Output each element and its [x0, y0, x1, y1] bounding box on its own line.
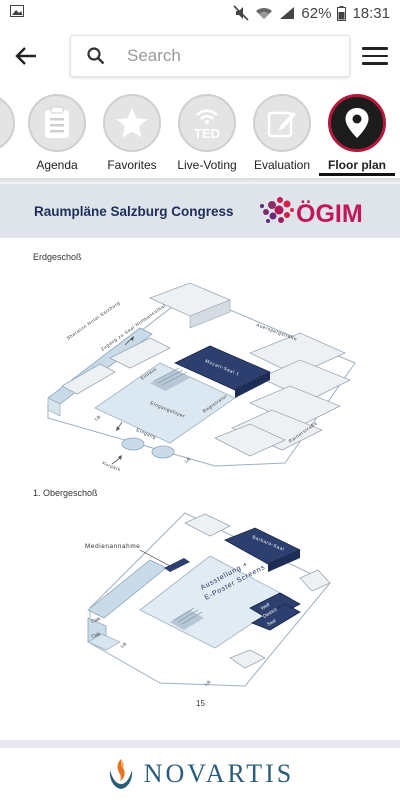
tab-agenda[interactable]: Agenda — [21, 94, 93, 178]
active-tab-indicator — [319, 173, 395, 176]
first-floor-plan: Medienannahme Barbara-Saal Ausstellung +… — [85, 512, 331, 687]
tab-live-voting[interactable]: TED Live-Voting — [171, 94, 243, 178]
label-medienannahme: Medienannahme — [85, 543, 140, 550]
floorplan-banner: Raumpläne Salzburg Congress — [0, 184, 400, 238]
mute-icon — [233, 5, 249, 21]
back-button[interactable] — [0, 26, 52, 86]
tab-label: Live-Voting — [177, 158, 237, 172]
banner-title: Raumpläne Salzburg Congress — [34, 203, 234, 219]
tab-floor-plan[interactable]: Floor plan — [319, 94, 395, 178]
label-lift-first-1: Lift — [120, 641, 128, 649]
gallery-notification-icon — [10, 5, 24, 17]
arrow-back-icon — [15, 47, 36, 65]
feature-tab-strip: Agenda Favorites TED Live-Voting — [0, 86, 400, 178]
svg-text:TED: TED — [194, 126, 220, 141]
label-saal: Saal — [266, 618, 276, 627]
clock: 18:31 — [352, 4, 390, 22]
app-bar — [0, 26, 400, 86]
novartis-flame-icon — [109, 759, 132, 789]
footer-divider — [0, 740, 400, 748]
label-cafe-1: Café — [91, 616, 102, 624]
first-floor-heading: 1. Obergeschoß — [33, 488, 98, 498]
battery-percentage: 62% — [301, 4, 332, 22]
novartis-logo-text: NOVARTIS — [143, 759, 295, 788]
menu-icon-bar — [362, 47, 388, 50]
tab-label: Agenda — [36, 158, 78, 172]
tab-favorites[interactable]: Favorites — [96, 94, 168, 178]
floorplan-drawing: Sheraton Hotel Salzburg Zugang zu Saal H… — [47, 282, 356, 687]
label-kurpark: Kurpark — [102, 460, 122, 472]
page-number: 15 — [196, 699, 205, 708]
menu-icon-bar — [362, 62, 388, 65]
molecule-dots-icon — [260, 197, 294, 223]
tab-strip-shadow — [0, 178, 400, 184]
label-sheraton: Sheraton Hotel Salzburg — [66, 300, 121, 341]
ogim-logo: ÖGIM — [260, 197, 363, 228]
signal-icon — [280, 7, 295, 19]
tab-label: Evaluation — [253, 158, 311, 172]
battery-icon — [337, 5, 347, 21]
label-lift-first-2: Lift — [204, 679, 212, 687]
tab-evaluation[interactable]: Evaluation — [246, 94, 318, 178]
label-lift-ground-2: Lift — [184, 456, 192, 464]
floorplan-image[interactable]: Erdgeschoß — [0, 238, 400, 738]
label-wolf: Wolf — [260, 602, 271, 611]
menu-button[interactable] — [362, 43, 388, 69]
status-bar: 62% 18:31 — [0, 0, 400, 26]
label-lift-ground-1: Lift — [94, 414, 102, 422]
location-pin-icon — [345, 108, 369, 138]
tab-previous[interactable] — [0, 94, 22, 178]
ted-wifi-icon: TED — [194, 109, 220, 141]
sponsor-footer[interactable]: NOVARTIS — [0, 748, 400, 800]
star-icon — [116, 108, 148, 138]
search-input[interactable] — [127, 46, 327, 66]
ground-floor-heading: Erdgeschoß — [33, 252, 82, 262]
tab-previous-icon — [0, 94, 15, 152]
clipboard-icon — [45, 106, 69, 138]
tab-label: Floor plan — [328, 158, 386, 172]
label-cafe-2: Café — [91, 631, 102, 639]
tab-label: Favorites — [107, 158, 157, 172]
menu-icon-bar — [362, 54, 388, 58]
ogim-logo-text: ÖGIM — [296, 199, 363, 228]
search-box[interactable] — [70, 35, 350, 77]
search-icon — [87, 47, 105, 65]
ground-floor-plan: Sheraton Hotel Salzburg Zugang zu Saal H… — [47, 282, 356, 472]
wifi-icon — [256, 7, 273, 19]
edit-note-icon — [267, 111, 296, 138]
